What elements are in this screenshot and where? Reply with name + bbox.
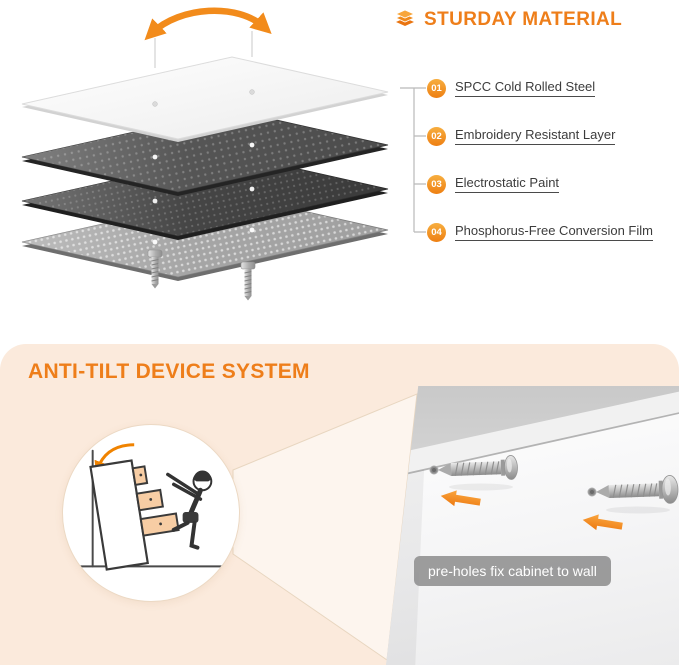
material-label: Embroidery Resistant Layer (455, 127, 616, 145)
child-figure (166, 470, 213, 550)
sheet-layer-1 (21, 56, 389, 142)
material-item: 04 Phosphorus-Free Conversion Film (427, 222, 653, 242)
screw-icon (147, 249, 163, 289)
material-item: 02 Embroidery Resistant Layer (427, 126, 616, 146)
material-label: Electrostatic Paint (455, 175, 560, 193)
pre-hole-marker (587, 487, 597, 497)
sheet-layer-3 (21, 153, 389, 240)
step-number-badge: 02 (427, 126, 446, 146)
screw-icon (240, 261, 256, 301)
material-title-row: STURDAY MATERIAL (394, 9, 622, 31)
direction-arrow-icon (440, 490, 481, 507)
sheet-layer-4 (21, 194, 389, 281)
child-climbing-illustration (77, 443, 226, 571)
step-number-badge: 04 (427, 222, 446, 242)
pre-hole-marker (429, 465, 439, 475)
anchor-hardware-graphic (429, 455, 679, 531)
material-label: SPCC Cold Rolled Steel (455, 79, 596, 97)
layers-stack-icon (395, 9, 415, 26)
connector-lines (400, 87, 426, 233)
anchor-screw-icon (438, 455, 518, 480)
material-item: 03 Electrostatic Paint (427, 174, 560, 194)
material-item: 01 SPCC Cold Rolled Steel (427, 78, 596, 98)
step-number-badge: 01 (427, 78, 446, 98)
sheet-layer-2 (21, 109, 389, 196)
layered-sheets-diagram (21, 7, 389, 301)
step-number-badge: 03 (427, 174, 446, 194)
pre-holes-caption: pre-holes fix cabinet to wall (414, 556, 611, 586)
anti-tilt-title: ANTI-TILT DEVICE SYSTEM (28, 360, 310, 383)
material-label: Phosphorus-Free Conversion Film (455, 223, 653, 241)
tip-over-illustration (62, 424, 240, 602)
rotation-arrows-icon (144, 7, 272, 41)
material-title: STURDAY MATERIAL (424, 9, 623, 30)
anchor-screw-icon (596, 475, 679, 504)
direction-arrow-icon (582, 514, 623, 531)
cabinet-photo: pre-holes fix cabinet to wall (386, 386, 679, 665)
